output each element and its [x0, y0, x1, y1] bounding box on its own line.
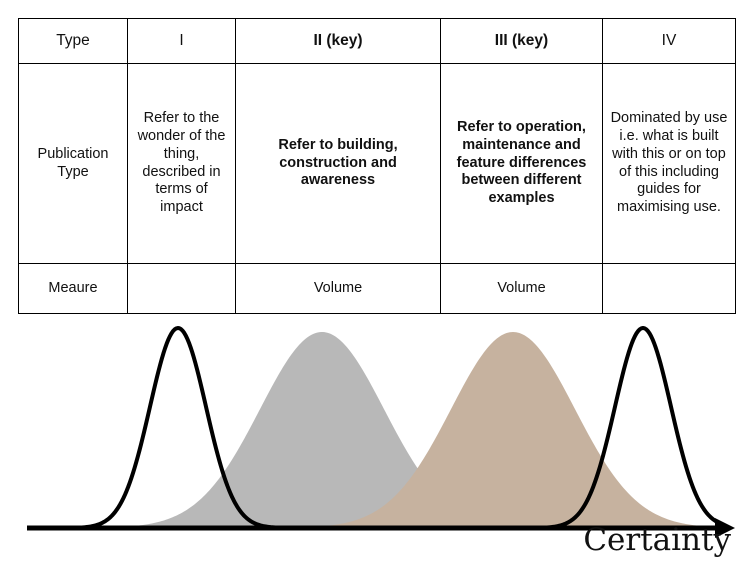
row-label-publication-type: Publication Type: [18, 63, 128, 264]
table-header-i: I: [127, 18, 236, 64]
row-label-measure: Meaure: [18, 263, 128, 314]
curve-line-type-iv: [529, 326, 719, 530]
cell-measure-i: [127, 263, 236, 314]
x-axis-arrowhead: [715, 518, 735, 538]
cell-publication-type-i: Refer to the wonder of the thing, descri…: [127, 63, 236, 264]
table-header-ii-key: II (key): [235, 18, 441, 64]
table-header-row: Type I II (key) III (key) IV: [18, 18, 736, 64]
certainty-distribution-chart: [0, 305, 753, 570]
table-row-publication-type: Publication Type Refer to the wonder of …: [18, 63, 736, 264]
cell-publication-type-iv: Dominated by use i.e. what is built with…: [602, 63, 736, 264]
table-header-type: Type: [18, 18, 128, 64]
filled-distribution-group: [107, 332, 725, 528]
curve-area-type-ii: [107, 332, 697, 528]
x-axis-group: [27, 518, 735, 538]
curve-area-type-iii: [257, 332, 725, 528]
publication-type-matrix-table: Type I II (key) III (key) IV Publication…: [18, 18, 736, 314]
table-header-iii-key: III (key): [440, 18, 603, 64]
cell-measure-ii: Volume: [235, 263, 441, 314]
x-axis-label-certainty: Certainty: [583, 522, 731, 558]
table-row-measure: Meaure Volume Volume: [18, 263, 736, 314]
cell-measure-iv: [602, 263, 736, 314]
cell-measure-iii: Volume: [440, 263, 603, 314]
table-header-iv: IV: [602, 18, 736, 64]
cell-publication-type-iii: Refer to operation, maintenance and feat…: [440, 63, 603, 264]
cell-publication-type-ii: Refer to building, construction and awar…: [235, 63, 441, 264]
distribution-curves-svg: [27, 326, 735, 538]
